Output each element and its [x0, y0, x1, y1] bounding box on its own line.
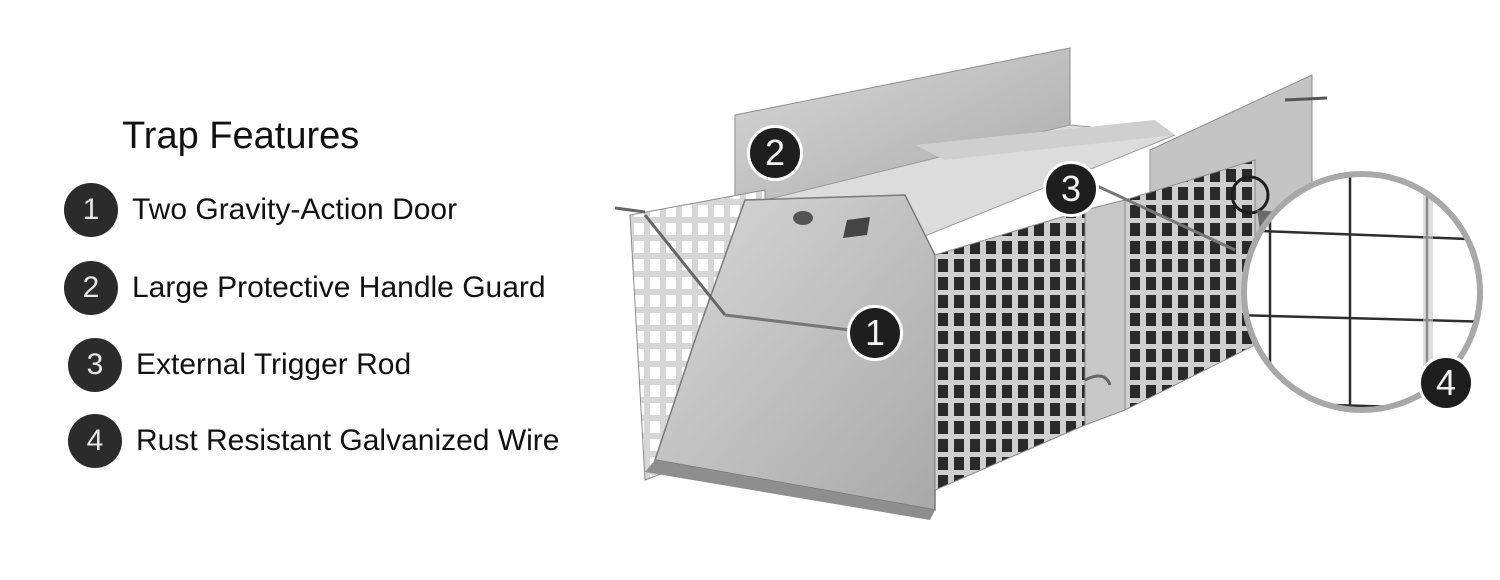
- number-badge: 3: [68, 338, 122, 392]
- page-title: Trap Features: [122, 115, 360, 158]
- number-badge: 1: [64, 183, 118, 237]
- feature-label: Rust Resistant Galvanized Wire: [136, 424, 560, 457]
- number-badge: 4: [68, 414, 122, 468]
- feature-item-handle-guard: 2 Large Protective Handle Guard: [64, 261, 546, 315]
- cage-trap-image: [614, 47, 1483, 520]
- callout-badge-4: 4: [1418, 355, 1474, 411]
- trap-illustration: 1 2 3 4: [614, 40, 1500, 520]
- feature-label: External Trigger Rod: [136, 348, 412, 381]
- callout-badge-1: 1: [847, 305, 903, 361]
- number-badge: 2: [64, 261, 118, 315]
- feature-item-trigger-rod: 3 External Trigger Rod: [68, 338, 411, 392]
- callout-badge-3: 3: [1043, 161, 1099, 217]
- callout-badge-2: 2: [747, 125, 803, 181]
- feature-item-galvanized-wire: 4 Rust Resistant Galvanized Wire: [68, 414, 560, 468]
- feature-label: Two Gravity-Action Door: [132, 193, 458, 226]
- feature-item-gravity-door: 1 Two Gravity-Action Door: [64, 183, 457, 237]
- feature-label: Large Protective Handle Guard: [132, 271, 546, 304]
